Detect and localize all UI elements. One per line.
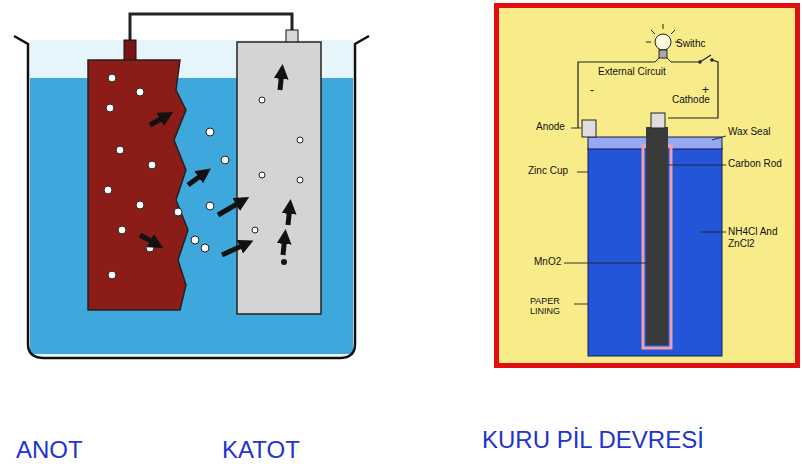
heading-label: ANOT: [16, 436, 83, 464]
part-label: Swithc: [676, 38, 705, 50]
heading-label: KATOT: [222, 436, 300, 464]
carbon-rod: [646, 127, 668, 345]
part-label: PAPER LINING: [530, 296, 572, 317]
leader-lines: [564, 128, 726, 304]
part-label: MnO2: [534, 256, 561, 268]
switch-symbol: [700, 55, 711, 62]
polarity-sign: -: [590, 84, 594, 98]
part-label: Wax Seal: [728, 126, 770, 138]
dry-cell: [497, 6, 798, 366]
arrows: [140, 70, 290, 255]
external-wire: [578, 60, 718, 128]
heading-label: KURU PİL DEVRESİ: [482, 426, 704, 454]
anode-plate: [88, 60, 188, 310]
part-label: Zinc Cup: [528, 165, 568, 177]
cathode-plate: [237, 42, 321, 314]
part-label: External Circuit: [598, 66, 666, 78]
lamp-symbol: [646, 24, 680, 62]
part-label: Anode: [536, 121, 565, 133]
cathode-terminal: [651, 113, 665, 128]
part-label: NH4Cl And ZnCl2: [728, 226, 788, 249]
part-label: Carbon Rod: [728, 158, 782, 170]
ions: [104, 74, 303, 279]
beaker-cell: [14, 14, 369, 358]
polarity-sign: +: [702, 84, 709, 98]
anode-terminal: [582, 120, 596, 137]
